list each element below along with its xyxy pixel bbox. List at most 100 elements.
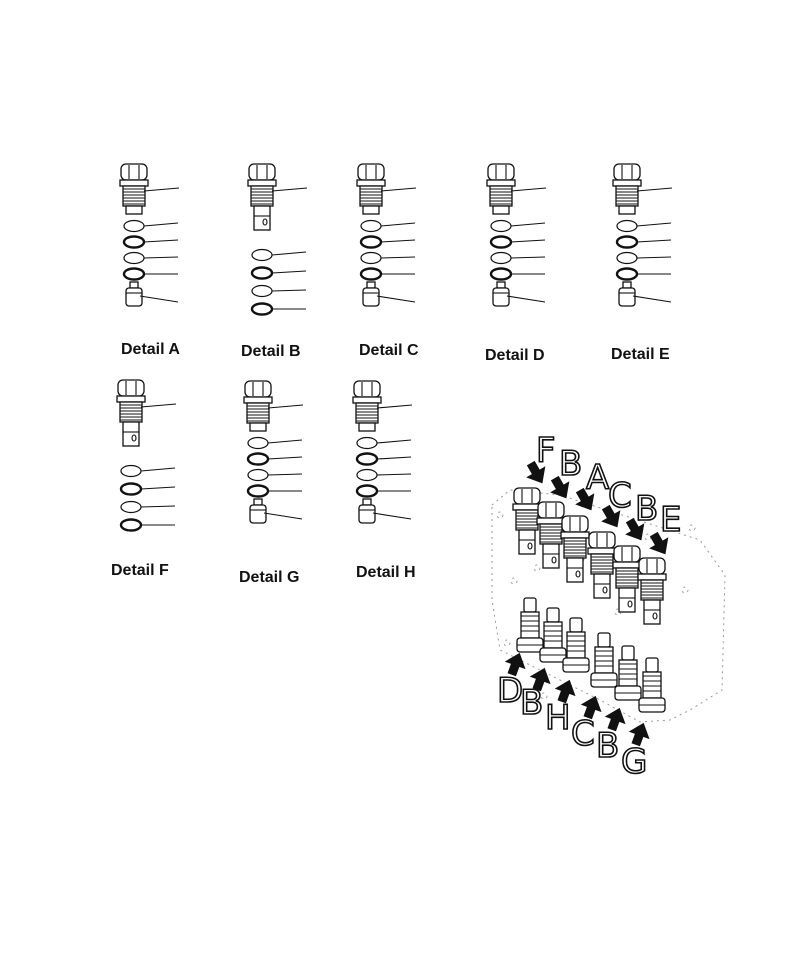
- bottom-cartridge: [638, 657, 666, 713]
- leader-line: [267, 404, 304, 409]
- o-ring: [359, 267, 383, 281]
- leader-line: [636, 239, 672, 243]
- top-cartridge: [587, 531, 617, 599]
- leader-line: [380, 256, 416, 259]
- down-arrow-icon: [526, 460, 546, 484]
- top-cartridge: [536, 501, 566, 569]
- o-ring: [356, 468, 378, 482]
- leader-line: [267, 473, 303, 476]
- o-ring: [119, 518, 143, 532]
- leader-line: [510, 222, 546, 227]
- top-cartridge: [560, 515, 590, 583]
- detail-label: Detail H: [356, 564, 416, 581]
- leader-line: [271, 289, 307, 292]
- bottom-callout-letter: B: [596, 726, 619, 766]
- top-callout-letter: C: [608, 476, 632, 516]
- leader-line: [263, 512, 303, 520]
- leader-line: [510, 187, 547, 192]
- up-arrow-icon: [529, 667, 551, 692]
- detail-label: Detail C: [359, 342, 419, 359]
- up-arrow-icon: [504, 652, 526, 677]
- o-ring: [489, 267, 513, 281]
- down-arrow-icon: [649, 531, 669, 555]
- detail-g: Detail G: [239, 380, 304, 586]
- leader-line: [376, 456, 412, 460]
- o-ring: [616, 251, 638, 265]
- down-arrow-icon: [575, 487, 595, 511]
- spool: [362, 281, 416, 307]
- top-cartridge: [637, 557, 667, 625]
- leader-line: [510, 239, 546, 243]
- o-ring: [122, 235, 146, 249]
- top-cartridge: [512, 487, 542, 555]
- port-hole: [681, 586, 689, 594]
- detail-label: Detail E: [611, 346, 670, 363]
- o-ring: [251, 284, 273, 298]
- bottom-cartridge: [516, 597, 544, 653]
- leader-line: [380, 222, 416, 227]
- port-hole: [540, 692, 548, 700]
- top-callout-letter: A: [586, 458, 609, 498]
- up-arrow-icon: [554, 679, 576, 704]
- leader-line: [376, 404, 413, 409]
- cartridge-body: [356, 163, 386, 215]
- port-hole: [496, 511, 504, 519]
- top-callout-letter: E: [660, 500, 681, 540]
- o-ring: [119, 482, 143, 496]
- leader-line: [271, 251, 307, 256]
- leader-line: [143, 256, 179, 259]
- valve-block-outline: [491, 489, 726, 723]
- o-ring: [360, 251, 382, 265]
- cartridge-body: [486, 163, 516, 215]
- o-ring: [123, 251, 145, 265]
- spool: [492, 281, 546, 307]
- cartridge-body: [352, 380, 382, 432]
- leader-line: [271, 187, 308, 192]
- leader-line: [510, 256, 546, 259]
- detail-label: Detail A: [121, 341, 180, 358]
- o-ring: [490, 219, 512, 233]
- o-ring: [615, 235, 639, 249]
- cartridge-body: [243, 380, 273, 432]
- leader-line: [140, 467, 176, 472]
- leader-line: [140, 505, 176, 508]
- spool: [249, 498, 303, 524]
- detail-c: Detail C: [356, 163, 419, 359]
- up-arrow-icon: [604, 707, 626, 732]
- o-ring: [616, 219, 638, 233]
- bottom-cartridge: [590, 632, 618, 688]
- o-ring: [247, 436, 269, 450]
- bottom-callout-letter: C: [571, 714, 595, 754]
- leader-line: [139, 295, 179, 303]
- o-ring: [122, 267, 146, 281]
- o-ring: [246, 452, 270, 466]
- leader-line: [140, 403, 177, 408]
- o-ring: [355, 484, 379, 498]
- down-arrow-icon: [601, 504, 621, 528]
- port-hole: [503, 639, 511, 647]
- o-ring: [359, 235, 383, 249]
- bottom-callout-letter: H: [545, 698, 571, 738]
- top-callout-letter: B: [635, 489, 658, 529]
- top-callout-letter: B: [559, 444, 582, 484]
- spool: [618, 281, 672, 307]
- up-arrow-icon: [628, 722, 650, 747]
- o-ring: [123, 219, 145, 233]
- o-ring: [356, 436, 378, 450]
- down-arrow-icon: [550, 475, 570, 499]
- o-ring: [251, 248, 273, 262]
- leader-line: [143, 239, 179, 243]
- detail-label: Detail D: [485, 347, 545, 364]
- o-ring: [490, 251, 512, 265]
- bottom-cartridge: [614, 645, 642, 701]
- leader-line: [632, 295, 672, 303]
- cartridge-body: [612, 163, 642, 215]
- leader-line: [140, 486, 176, 490]
- o-ring: [355, 452, 379, 466]
- top-callout-letter: F: [536, 431, 556, 471]
- leader-line: [380, 187, 417, 192]
- detail-e: Detail E: [611, 163, 673, 363]
